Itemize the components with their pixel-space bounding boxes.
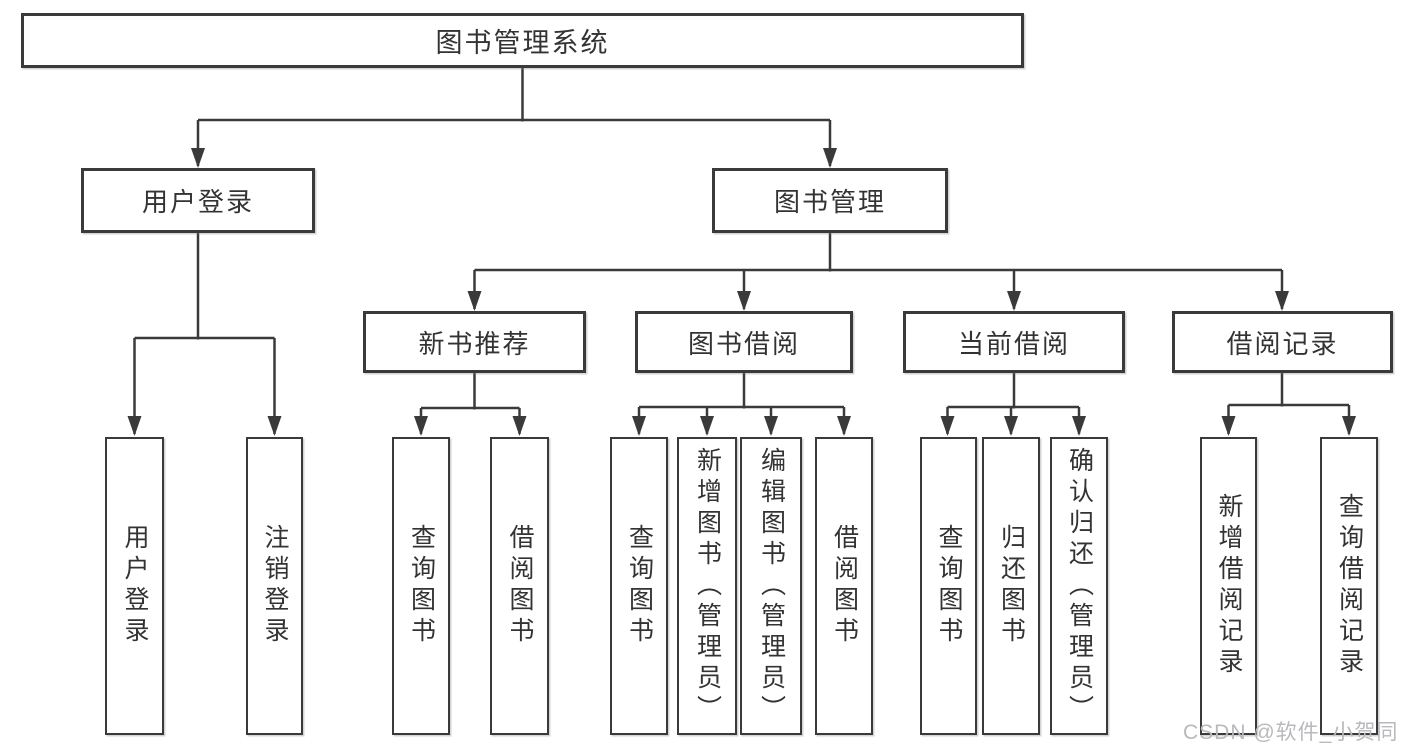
leaf-borrow-query-books: 查询图书 (610, 437, 668, 735)
leaf-records-add-record: 新增借阅记录 (1200, 437, 1257, 735)
node-new-book-recommend-label: 新书推荐 (418, 328, 531, 359)
leaf-newbook-borrow-books-label: 借阅图书 (506, 524, 534, 648)
leaf-logout: 注销登录 (246, 437, 303, 735)
node-borrow-records: 借阅记录 (1172, 311, 1393, 373)
leaf-logout-label: 注销登录 (261, 524, 289, 648)
node-borrow-records-label: 借阅记录 (1226, 328, 1339, 359)
node-book-management-label: 图书管理 (773, 187, 886, 217)
leaf-borrow-borrow-books: 借阅图书 (815, 437, 873, 735)
leaf-records-query-record-label: 查询借阅记录 (1335, 493, 1364, 679)
leaf-newbook-query-books: 查询图书 (392, 437, 450, 735)
node-book-borrowing-label: 图书借阅 (687, 328, 800, 359)
node-book-borrowing: 图书借阅 (635, 311, 853, 373)
leaf-current-return-books-label: 归还图书 (997, 524, 1026, 648)
leaf-borrow-edit-book-admin-label: 编辑图书（管理员） (757, 446, 786, 726)
node-library-system-label: 图书管理系统 (435, 28, 610, 58)
leaf-borrow-query-books-label: 查询图书 (625, 524, 654, 648)
leaf-current-return-books: 归还图书 (982, 437, 1040, 735)
leaf-user-login: 用户登录 (105, 437, 164, 735)
leaf-newbook-query-books-label: 查询图书 (407, 524, 436, 648)
node-user-login: 用户登录 (81, 168, 315, 233)
node-user-login-label: 用户登录 (141, 187, 254, 217)
leaf-current-query-books-label: 查询图书 (935, 524, 963, 648)
node-current-borrowing: 当前借阅 (903, 311, 1125, 373)
leaf-borrow-borrow-books-label: 借阅图书 (830, 524, 859, 648)
node-current-borrowing-label: 当前借阅 (957, 328, 1070, 359)
leaf-current-query-books: 查询图书 (920, 437, 977, 735)
node-book-management: 图书管理 (712, 168, 948, 233)
leaf-borrow-add-book-admin: 新增图书（管理员） (677, 437, 737, 735)
leaf-user-login-label: 用户登录 (121, 524, 149, 648)
leaf-newbook-borrow-books: 借阅图书 (490, 437, 549, 735)
leaf-current-confirm-return-admin: 确认归还（管理员） (1050, 437, 1108, 735)
leaf-borrow-edit-book-admin: 编辑图书（管理员） (740, 437, 802, 735)
leaf-records-query-record: 查询借阅记录 (1320, 437, 1378, 735)
node-new-book-recommend: 新书推荐 (363, 311, 586, 373)
leaf-current-confirm-return-admin-label: 确认归还（管理员） (1065, 446, 1094, 726)
leaf-records-add-record-label: 新增借阅记录 (1215, 493, 1243, 679)
leaf-borrow-add-book-admin-label: 新增图书（管理员） (693, 446, 722, 726)
node-library-system: 图书管理系统 (21, 13, 1024, 68)
